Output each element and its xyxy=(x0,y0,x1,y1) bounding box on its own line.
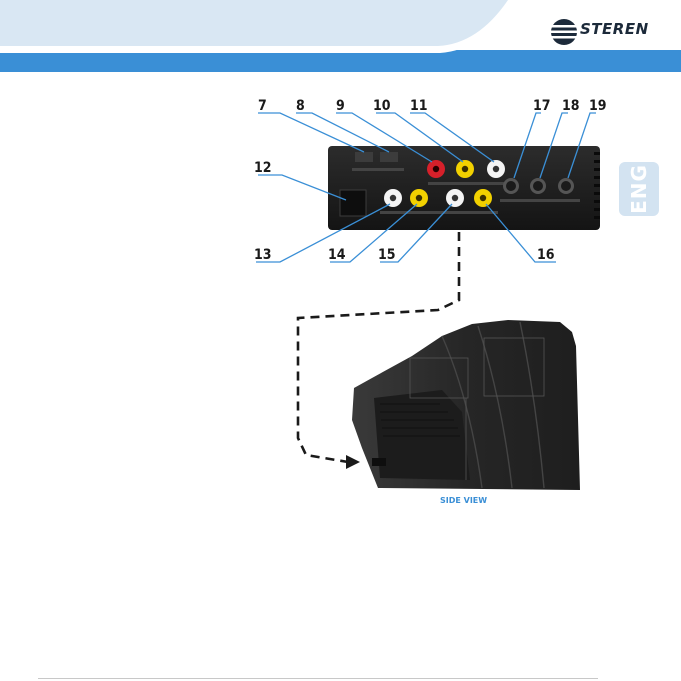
callout-11: 11 xyxy=(410,98,428,114)
callout-15: 15 xyxy=(378,247,396,263)
rca-jack-yellow-14 xyxy=(410,189,428,207)
side-view-caption: SIDE VIEW xyxy=(440,496,487,505)
power-jack-12 xyxy=(340,190,366,216)
callout-7: 7 xyxy=(258,98,267,114)
rca-jack-white-13 xyxy=(384,189,402,207)
bottom-row-label-strip xyxy=(380,211,498,214)
callout-9: 9 xyxy=(336,98,345,114)
callout-17: 17 xyxy=(533,98,551,114)
device-rear-panel xyxy=(328,146,600,230)
switch-7 xyxy=(355,152,373,162)
callout-10: 10 xyxy=(373,98,391,114)
rca-jack-red-9 xyxy=(427,160,445,178)
tv-side-view xyxy=(352,320,580,490)
callout-19: 19 xyxy=(589,98,607,114)
rca-jack-yellow-16 xyxy=(474,189,492,207)
jack-19 xyxy=(558,178,574,194)
footer-divider xyxy=(38,678,598,679)
switch-label-bar xyxy=(352,168,404,171)
top-row-label-strip xyxy=(428,182,506,185)
right-jacks-label-strip xyxy=(500,199,580,202)
switch-8 xyxy=(380,152,398,162)
rca-jack-white-15 xyxy=(446,189,464,207)
callout-8: 8 xyxy=(296,98,305,114)
panel-side-ribs xyxy=(594,152,600,219)
callout-18: 18 xyxy=(562,98,580,114)
callout-16: 16 xyxy=(537,247,555,263)
rca-jack-yellow-10 xyxy=(456,160,474,178)
rca-jack-white-11 xyxy=(487,160,505,178)
callout-14: 14 xyxy=(328,247,346,263)
jack-18 xyxy=(530,178,546,194)
callout-13: 13 xyxy=(254,247,272,263)
arrowhead-icon xyxy=(346,455,360,469)
jack-17 xyxy=(503,178,519,194)
tv-side-input-jack xyxy=(372,458,386,466)
callout-12: 12 xyxy=(254,160,272,176)
